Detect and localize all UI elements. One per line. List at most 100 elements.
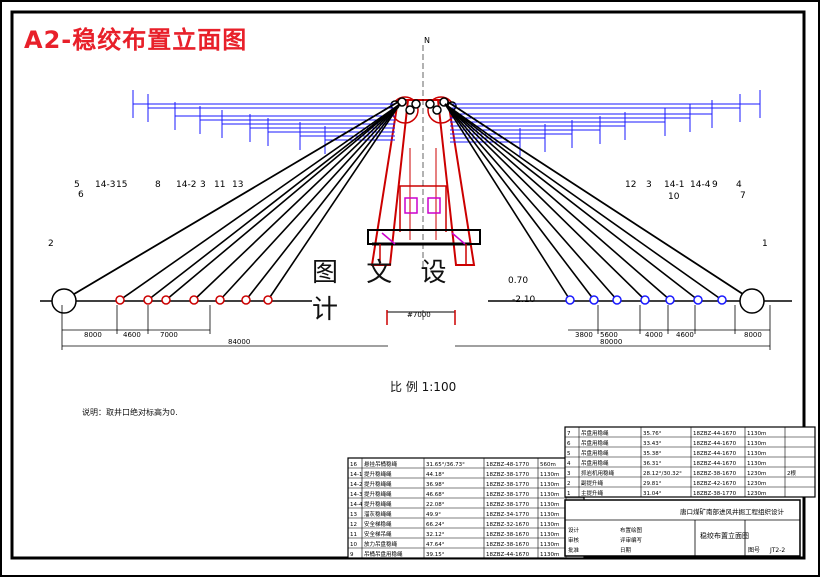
title-block <box>564 499 801 557</box>
winch-left-2 <box>161 295 171 305</box>
winch-right-5 <box>693 295 703 305</box>
callout-right-7: 7 <box>740 191 746 201</box>
winch-left-5 <box>241 295 251 305</box>
winch-right-4 <box>665 295 675 305</box>
table-right-frame <box>564 426 816 498</box>
dim-left-total: 84000 <box>228 338 250 346</box>
dim-right-5: 8000 <box>744 331 762 339</box>
callout-right-9: 9 <box>712 180 718 190</box>
table-right-cell-3-1: 吊盘用稳绳 <box>581 459 609 467</box>
dim-left-1: 8000 <box>84 331 102 339</box>
table-right-cell-1-3: 18ZBZ-44-1670 <box>693 441 737 447</box>
table-left-cell-1-4: 1130m <box>540 472 559 478</box>
table-left-cell-7-4: 1130m <box>540 532 559 538</box>
table-left-cell-7-2: 32.12° <box>426 532 445 538</box>
table-left-cell-6-0: 12 <box>350 522 357 528</box>
table-left-cell-4-4: 1130m <box>540 502 559 508</box>
table-left-cell-9-2: 39.15° <box>426 552 445 558</box>
table-left-cell-9-4: 1130m <box>540 552 559 558</box>
table-left-cell-8-3: 18ZBZ-38-1670 <box>486 542 530 548</box>
table-left-cell-5-1: 溜灰稳绳绳 <box>364 510 392 518</box>
winch-left-0 <box>115 295 125 305</box>
callout-right-3: 3 <box>646 180 652 190</box>
table-right-cell-2-4: 1130m <box>747 451 766 457</box>
table-right-cell-3-4: 1130m <box>747 461 766 467</box>
table-right-cell-3-3: 18ZBZ-44-1670 <box>693 461 737 467</box>
dim-right-2: 5600 <box>600 331 618 339</box>
title-block-label-0: 设计 <box>568 526 580 534</box>
winch-left-4 <box>215 295 225 305</box>
callout-left-8: 8 <box>155 180 161 190</box>
elevation-b: -2.10 <box>512 295 536 305</box>
dim-right-1: 3800 <box>575 331 593 339</box>
winch-right-2 <box>612 295 622 305</box>
title-block-value-1: 评审编写 <box>620 536 643 544</box>
table-left-cell-3-0: 14-3 <box>350 492 363 498</box>
rope-lines <box>63 101 753 301</box>
rope-right-5 <box>444 103 699 301</box>
winch-markers <box>51 288 765 314</box>
rope-left-2 <box>165 103 401 301</box>
table-right-cell-0-2: 35.76° <box>643 431 662 437</box>
rope-main-left <box>63 101 399 301</box>
elevation-a: 0.70 <box>508 276 528 286</box>
table-right-cell-4-3: 18ZBZ-38-1670 <box>693 471 737 477</box>
table-right-cell-2-1: 吊盘用稳绳 <box>581 449 609 457</box>
table-left-cell-3-1: 提升稳绳绳 <box>364 490 392 498</box>
table-left-cell-3-3: 18ZBZ-38-1770 <box>486 492 530 498</box>
winch-left-1 <box>143 295 153 305</box>
table-right-cell-5-2: 29.81° <box>643 481 662 487</box>
table-left-cell-8-0: 10 <box>350 542 357 548</box>
table-left-cell-8-1: 放力吊盘稳绳 <box>364 540 398 548</box>
table-left-cell-4-1: 提升稳绳绳 <box>364 500 392 508</box>
table-left-cell-0-4: 560m <box>540 462 556 468</box>
table-right-cell-1-2: 33.43° <box>643 441 662 447</box>
table-right-cell-4-5: 2根 <box>787 469 796 477</box>
table-right-cell-5-4: 1230m <box>747 481 766 487</box>
table-left-cell-7-3: 18ZBZ-38-1670 <box>486 532 530 538</box>
table-right-cell-0-1: 吊盘用稳绳 <box>581 429 609 437</box>
table-left-cell-7-1: 安全梯吊绳 <box>364 530 392 538</box>
table-right-cell-5-1: 副提升绳 <box>581 479 604 487</box>
table-right-cell-6-3: 18ZBZ-38-1770 <box>693 491 737 497</box>
table-left-cell-4-3: 18ZBZ-38-1770 <box>486 502 530 508</box>
table-left-cell-5-3: 18ZBZ-34-1770 <box>486 512 530 518</box>
title-block-label-2: 批准 <box>568 546 580 554</box>
table-right-cell-3-0: 4 <box>567 461 571 467</box>
callout-left-5: 5 <box>74 180 80 190</box>
callout-right-12: 12 <box>625 180 636 190</box>
title-block-sheet-no: JT2-2 <box>769 547 785 554</box>
sheave-5 <box>432 105 442 115</box>
headframe <box>367 45 481 325</box>
north-mark: N <box>424 36 430 45</box>
table-left-cell-6-1: 安全梯稳绳 <box>364 520 392 528</box>
table-right-cell-4-4: 1230m <box>747 471 766 477</box>
title-block-label-1: 审核 <box>568 536 580 544</box>
winch-left-3 <box>189 295 199 305</box>
table-right-cell-5-0: 2 <box>567 481 571 487</box>
dim-left-3: 7000 <box>160 331 178 339</box>
dimension-lines <box>61 305 771 350</box>
table-left-cell-1-2: 44.18° <box>426 472 445 478</box>
table-right-cell-1-1: 吊盘用稳绳 <box>581 439 609 447</box>
rope-right-4 <box>444 103 671 301</box>
table-left-cell-5-0: 13 <box>350 512 357 518</box>
table-right-cell-1-4: 1130m <box>747 441 766 447</box>
table-right-cell-2-3: 18ZBZ-44-1670 <box>693 451 737 457</box>
callout-left-3: 3 <box>200 180 206 190</box>
table-left-cell-2-3: 18ZBZ-38-1770 <box>486 482 530 488</box>
dim-right-3: 4000 <box>645 331 663 339</box>
shaft-width: #7000 <box>407 311 431 319</box>
rope-right-0 <box>444 103 571 301</box>
rope-right-1 <box>444 103 595 301</box>
scale-label: 比 例 1:100 <box>390 380 457 394</box>
rope-tables: 16悬挂吊桶稳绳31.65°/36.73°18ZBZ-48-1770560m2根… <box>347 426 816 559</box>
table-left-cell-0-0: 16 <box>350 462 357 468</box>
rope-left-1 <box>147 103 401 301</box>
rope-left-3 <box>193 103 401 301</box>
callout-left-14-3: 14-3 <box>95 180 115 190</box>
sheave-4 <box>425 99 435 109</box>
winch-right-3 <box>640 295 650 305</box>
title-block-project: 唐口煤矿南部进风井掘工程组织设计 <box>680 507 785 516</box>
table-left-cell-3-2: 46.68° <box>426 492 445 498</box>
